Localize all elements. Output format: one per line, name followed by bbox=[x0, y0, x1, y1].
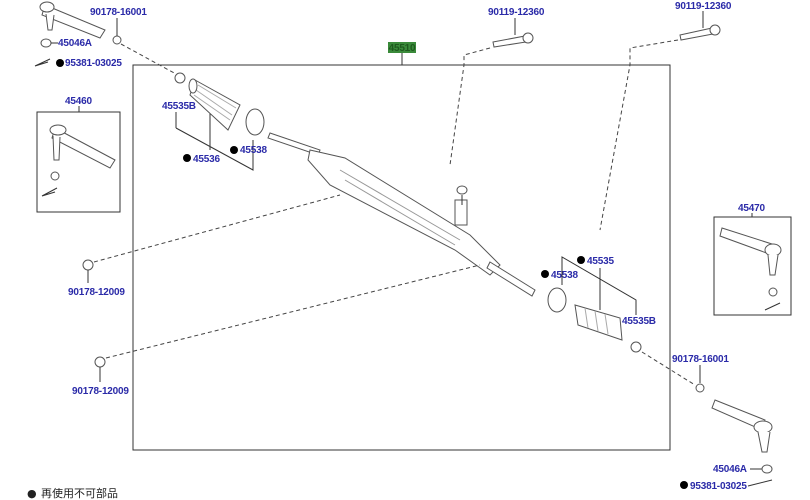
bolt-right bbox=[679, 24, 721, 41]
tie-rod-end-right-box bbox=[713, 216, 792, 316]
dashed-leader bbox=[120, 43, 177, 75]
label-45538-right[interactable]: 45538 bbox=[551, 270, 579, 281]
tie-rod-end-right-bottom bbox=[711, 399, 773, 453]
non-reusable-dot bbox=[680, 481, 688, 489]
group-bracket bbox=[175, 127, 254, 171]
label-45535B-left[interactable]: 45535B bbox=[162, 101, 196, 112]
label-45535-right[interactable]: 45535 bbox=[587, 256, 615, 267]
steering-rack bbox=[267, 132, 536, 297]
label-90119-12360-center[interactable]: 90119-12360 bbox=[488, 7, 545, 18]
cotter-pin-icon bbox=[747, 479, 773, 487]
label-45538-left[interactable]: 45538 bbox=[240, 145, 268, 156]
legend-symbol: ● bbox=[27, 487, 37, 500]
nut-icon bbox=[695, 383, 705, 393]
label-45470[interactable]: 45470 bbox=[738, 203, 766, 214]
bolt-center bbox=[492, 32, 534, 48]
dashed-leader bbox=[641, 351, 696, 386]
assembly-label-bg bbox=[388, 42, 416, 53]
nut-icon bbox=[112, 35, 122, 45]
dashed-leader bbox=[599, 39, 679, 231]
boot-clamp-icon bbox=[174, 72, 186, 84]
mount-nut-icon bbox=[94, 356, 106, 368]
tie-rod-end-left-top bbox=[39, 1, 106, 39]
label-45046A-right[interactable]: 45046A bbox=[713, 464, 747, 475]
castle-nut-icon bbox=[761, 464, 773, 474]
non-reusable-dot bbox=[183, 154, 191, 162]
tie-rod-end-right bbox=[719, 227, 782, 311]
label-90178-16001-right[interactable]: 90178-16001 bbox=[672, 354, 730, 365]
assembly-label-45510[interactable]: 45510 bbox=[389, 43, 417, 54]
legend-text: 再使用不可部品 bbox=[41, 486, 118, 500]
dashed-leader bbox=[449, 47, 491, 166]
cotter-pin-icon bbox=[34, 58, 51, 67]
clamp-icon bbox=[245, 108, 265, 136]
label-90178-12009-upper[interactable]: 90178-12009 bbox=[68, 287, 126, 298]
tie-rod-end-left-box bbox=[36, 111, 121, 213]
boot-right bbox=[574, 304, 623, 341]
label-95381-03025-right[interactable]: 95381-03025 bbox=[690, 481, 748, 492]
dashed-leader bbox=[105, 264, 481, 359]
label-45535B-right[interactable]: 45535B bbox=[622, 316, 656, 327]
non-reusable-dot bbox=[577, 256, 585, 264]
label-95381-03025-left[interactable]: 95381-03025 bbox=[65, 58, 123, 69]
non-reusable-dot bbox=[230, 146, 238, 154]
label-90178-16001-left[interactable]: 90178-16001 bbox=[90, 7, 148, 18]
mount-nut-icon bbox=[82, 259, 94, 271]
castle-nut-icon bbox=[40, 38, 52, 48]
tie-rod-end-left bbox=[41, 124, 116, 197]
boot-clamp-icon bbox=[630, 341, 642, 353]
group-bracket bbox=[561, 256, 637, 315]
dashed-leader bbox=[93, 194, 341, 263]
clamp-icon bbox=[547, 287, 567, 313]
label-45536[interactable]: 45536 bbox=[193, 154, 221, 165]
non-reusable-dot bbox=[56, 59, 64, 67]
boot-left bbox=[188, 78, 241, 131]
label-90119-12360-right[interactable]: 90119-12360 bbox=[675, 1, 732, 12]
label-45046A-left[interactable]: 45046A bbox=[58, 38, 92, 49]
label-90178-12009-lower[interactable]: 90178-12009 bbox=[72, 386, 130, 397]
label-45460[interactable]: 45460 bbox=[65, 96, 93, 107]
non-reusable-dot bbox=[541, 270, 549, 278]
